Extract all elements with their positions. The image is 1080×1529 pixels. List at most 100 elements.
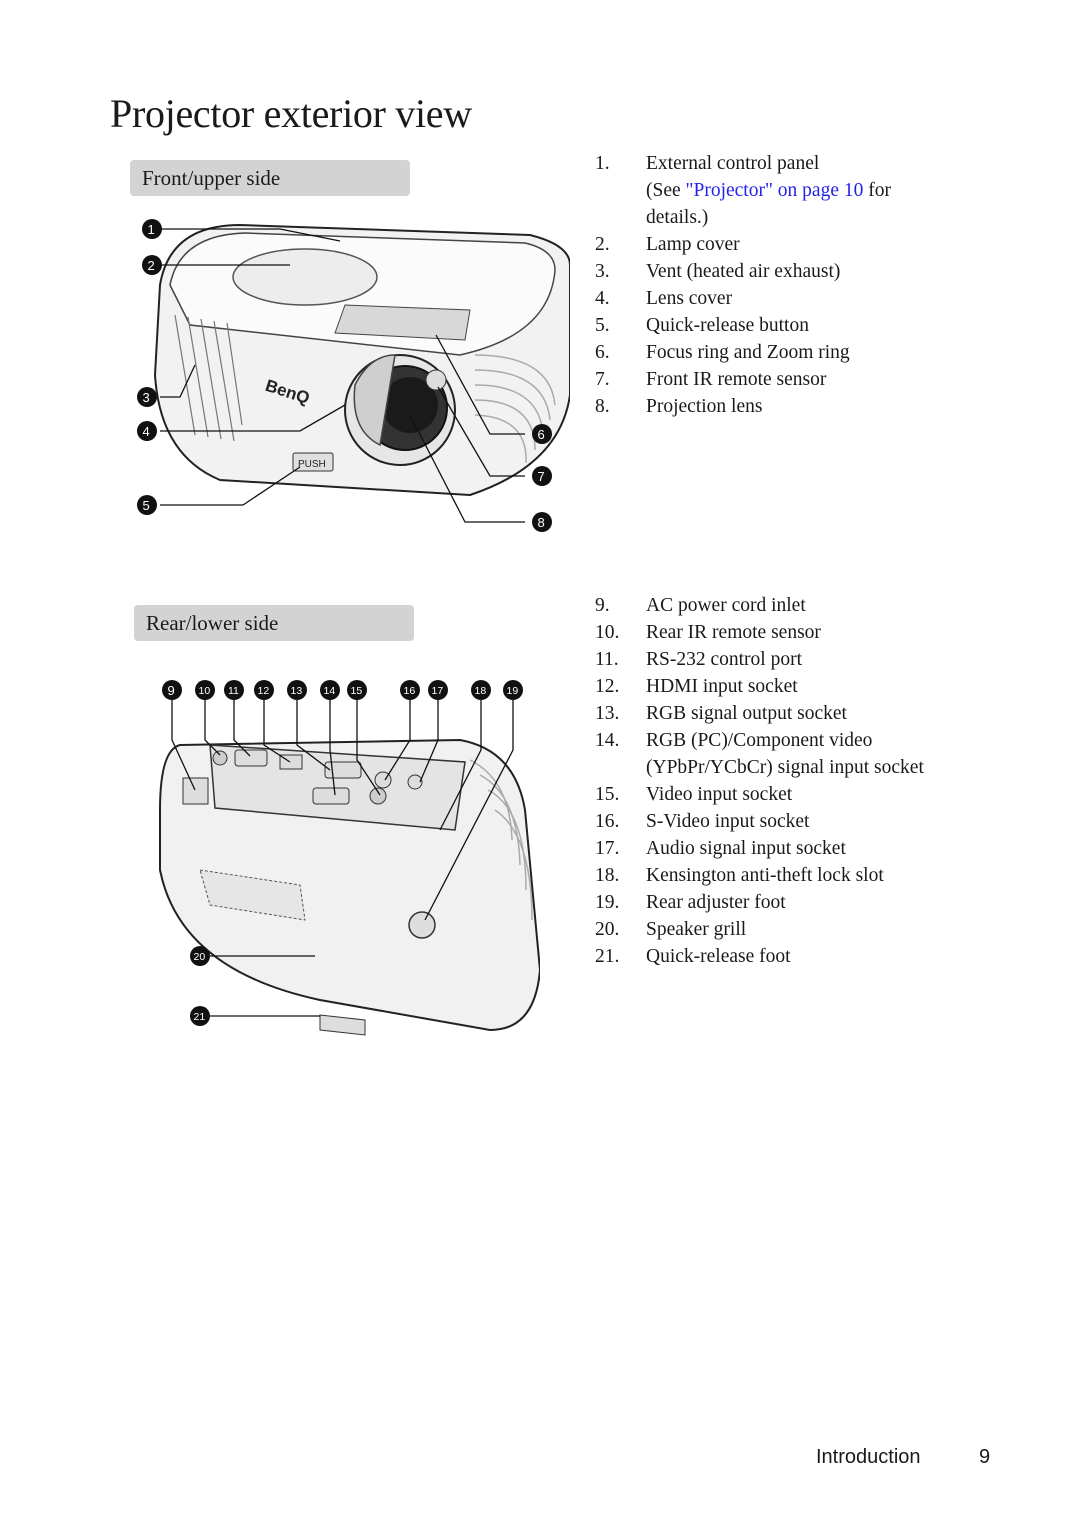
list-item: 6. Focus ring and Zoom ring	[595, 339, 891, 366]
callout-7: 7	[532, 466, 552, 486]
svg-text:21: 21	[194, 1011, 206, 1023]
item-text: Vent (heated air exhaust)	[646, 261, 841, 282]
callout-2: 2	[142, 255, 162, 275]
list-item: 11.RS-232 control port	[595, 646, 924, 673]
item-number: 15.	[595, 784, 620, 805]
callout-16: 16	[400, 680, 420, 700]
item-number: 19.	[595, 892, 620, 913]
item-text: Speaker grill	[646, 919, 747, 940]
item-text: Lamp cover	[646, 234, 740, 255]
list-item: 5. Quick-release button	[595, 312, 891, 339]
item-text: Focus ring and Zoom ring	[646, 342, 850, 363]
item-text: RGB (PC)/Component video	[646, 730, 873, 751]
item-number: 16.	[595, 811, 620, 832]
svg-text:11: 11	[228, 685, 239, 697]
svg-text:10: 10	[199, 685, 211, 697]
svg-text:3: 3	[143, 390, 150, 405]
list-item: 2. Lamp cover	[595, 231, 891, 258]
callout-20: 20	[190, 946, 210, 966]
item-text: Kensington anti-theft lock slot	[646, 865, 884, 886]
item-text: Rear adjuster foot	[646, 892, 786, 913]
list-item: 15. Video input socket	[595, 781, 924, 808]
projector-body-front: BenQ PUSH	[153, 223, 570, 497]
page-title: Projector exterior view	[110, 91, 472, 136]
callout-8: 8	[532, 512, 552, 532]
item-number: 1.	[595, 153, 610, 174]
item-text: Quick-release button	[646, 315, 809, 336]
rear-parts-list: 9.AC power cord inlet 10. Rear IR remote …	[595, 592, 924, 970]
item-text: Audio signal input socket	[646, 838, 846, 859]
item-text: Quick-release foot	[646, 946, 791, 967]
item-text: RS-232 control port	[646, 649, 802, 670]
item-number: 12.	[595, 676, 620, 697]
item-number: 20.	[595, 919, 620, 940]
item-text: Rear IR remote sensor	[646, 622, 821, 643]
callout-13: 13	[287, 680, 307, 700]
callout-21: 21	[190, 1006, 210, 1026]
item-number: 2.	[595, 234, 610, 255]
rear-callout-leaders	[171, 700, 514, 1017]
svg-text:6: 6	[538, 427, 545, 442]
item-text: AC power cord inlet	[646, 595, 806, 616]
item-text: RGB signal output socket	[646, 703, 847, 724]
projector-body-rear	[159, 738, 540, 1036]
item-continuation: (YPbPr/YCbCr) signal input socket	[646, 757, 924, 778]
item-number: 14.	[595, 730, 620, 751]
front-parts-list: 1. External control panel (See "Projecto…	[595, 150, 891, 420]
list-item: 17. Audio signal input socket	[595, 835, 924, 862]
svg-text:13: 13	[291, 685, 303, 697]
callout-17: 17	[428, 680, 448, 700]
item-text: Projection lens	[646, 396, 763, 417]
callout-12: 12	[254, 680, 274, 700]
item-number: 10.	[595, 622, 620, 643]
item-continuation: (See "Projector" on page 10 for	[646, 177, 891, 204]
list-item: 10. Rear IR remote sensor	[595, 619, 924, 646]
list-item: 18. Kensington anti-theft lock slot	[595, 862, 924, 889]
svg-text:1: 1	[148, 222, 155, 237]
callout-19: 19	[503, 680, 523, 700]
footer-section-name: Introduction	[816, 1446, 921, 1468]
item-text: Lens cover	[646, 288, 733, 309]
list-item: 14. RGB (PC)/Component video (YPbPr/YCbC…	[595, 727, 924, 781]
item-text: S-Video input socket	[646, 811, 810, 832]
svg-text:19: 19	[507, 685, 519, 697]
list-item: 4.Lens cover	[595, 285, 891, 312]
item-number: 18.	[595, 865, 620, 886]
svg-text:17: 17	[432, 685, 444, 697]
svg-text:7: 7	[538, 469, 545, 484]
item-number: 8.	[595, 396, 610, 417]
svg-text:14: 14	[324, 685, 336, 697]
svg-text:5: 5	[143, 498, 150, 513]
callout-14: 14	[320, 680, 340, 700]
callout-4: 4	[137, 421, 157, 441]
item-number: 6.	[595, 342, 610, 363]
svg-text:12: 12	[258, 685, 270, 697]
callout-1: 1	[142, 219, 162, 239]
item-number: 21.	[595, 946, 620, 967]
cross-reference-link[interactable]: "Projector" on page 10	[685, 180, 864, 201]
item-number: 3.	[595, 261, 610, 282]
svg-text:9: 9	[168, 683, 175, 698]
item-number: 7.	[595, 369, 610, 390]
svg-text:20: 20	[194, 951, 206, 963]
section-heading-front: Front/upper side	[130, 160, 410, 196]
rear-projector-illustration: 9 10 11 12 13 14 15 16 17 18 19 20 21	[159, 680, 540, 1036]
item-text: Video input socket	[646, 784, 793, 805]
list-item: 12.HDMI input socket	[595, 673, 924, 700]
list-item: 19. Rear adjuster foot	[595, 889, 924, 916]
push-button-label: PUSH	[298, 459, 326, 470]
item-number: 5.	[595, 315, 610, 336]
item-number: 17.	[595, 838, 620, 859]
list-item: 3. Vent (heated air exhaust)	[595, 258, 891, 285]
callout-3: 3	[137, 387, 157, 407]
svg-text:18: 18	[475, 685, 487, 697]
svg-text:8: 8	[538, 515, 545, 530]
item-cont-post: for	[863, 180, 891, 201]
item-number: 13.	[595, 703, 620, 724]
list-item: 9.AC power cord inlet	[595, 592, 924, 619]
list-item: 1. External control panel (See "Projecto…	[595, 150, 891, 231]
front-projector-illustration: BenQ PUSH 1 2 3 4 5 6 7 8	[137, 219, 570, 532]
svg-text:16: 16	[404, 685, 416, 697]
item-text: Front IR remote sensor	[646, 369, 827, 390]
callout-15: 15	[347, 680, 367, 700]
